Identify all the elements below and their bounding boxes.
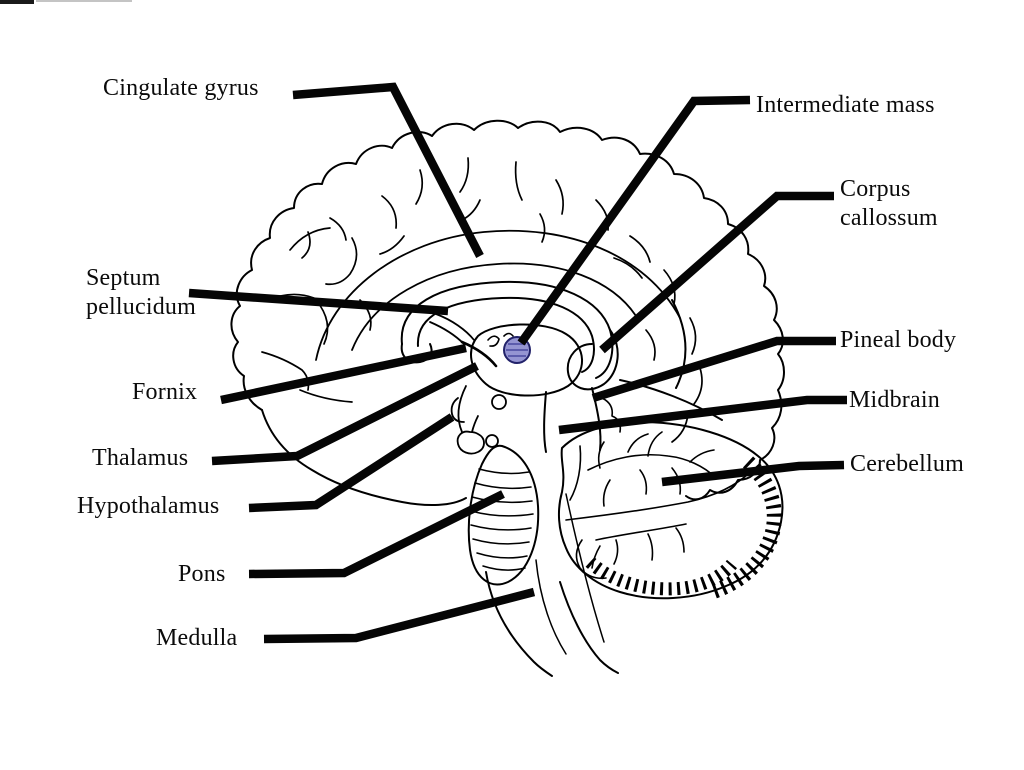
leader-cingulate-gyrus (292, 82, 484, 258)
cerebellum-outline (557, 421, 784, 600)
leader-midbrain (558, 395, 847, 435)
pons-shape (467, 444, 540, 586)
temporal-lobe-edge (261, 409, 467, 507)
label-cerebellum: Cerebellum (850, 451, 964, 477)
label-intermediate-mass: Intermediate mass (756, 92, 935, 118)
label-septum-pellucidum: Septum pellucidum (86, 265, 196, 320)
medulla-lines (485, 493, 619, 677)
label-cingulate-gyrus: Cingulate gyrus (103, 75, 259, 101)
thalamus-detail-squiggle (487, 332, 514, 347)
label-corpus-callossum: Corpus callossum (840, 176, 938, 231)
leader-pons (248, 490, 505, 579)
label-midbrain: Midbrain (849, 387, 940, 413)
label-medulla: Medulla (156, 625, 238, 651)
leader-intermediate-mass (517, 95, 751, 346)
label-hypothalamus: Hypothalamus (77, 493, 220, 519)
hypothalamus-structures (450, 385, 507, 455)
leader-thalamus (211, 362, 479, 466)
label-fornix: Fornix (132, 379, 198, 405)
leader-lines (188, 82, 847, 644)
leader-cerebellum (661, 460, 845, 487)
leader-medulla (263, 587, 536, 644)
corpus-callosum-shape (400, 280, 619, 391)
cerebrum-outline (230, 119, 785, 501)
septum-fornix-lines (429, 313, 498, 368)
leader-corpus-callossum (599, 191, 834, 354)
label-thalamus: Thalamus (92, 445, 189, 471)
label-pineal-body: Pineal body (840, 327, 957, 353)
label-pons: Pons (178, 561, 226, 587)
cerebellum-hatched-band (585, 456, 782, 600)
leader-pineal-body (591, 336, 836, 403)
scan-artifact-marks (0, 0, 132, 4)
leader-hypothalamus (248, 413, 455, 513)
cerebellum-folia (565, 431, 751, 580)
leader-septum-pellucidum (188, 288, 449, 316)
leader-fornix (220, 343, 467, 405)
pons-striations (470, 468, 534, 571)
